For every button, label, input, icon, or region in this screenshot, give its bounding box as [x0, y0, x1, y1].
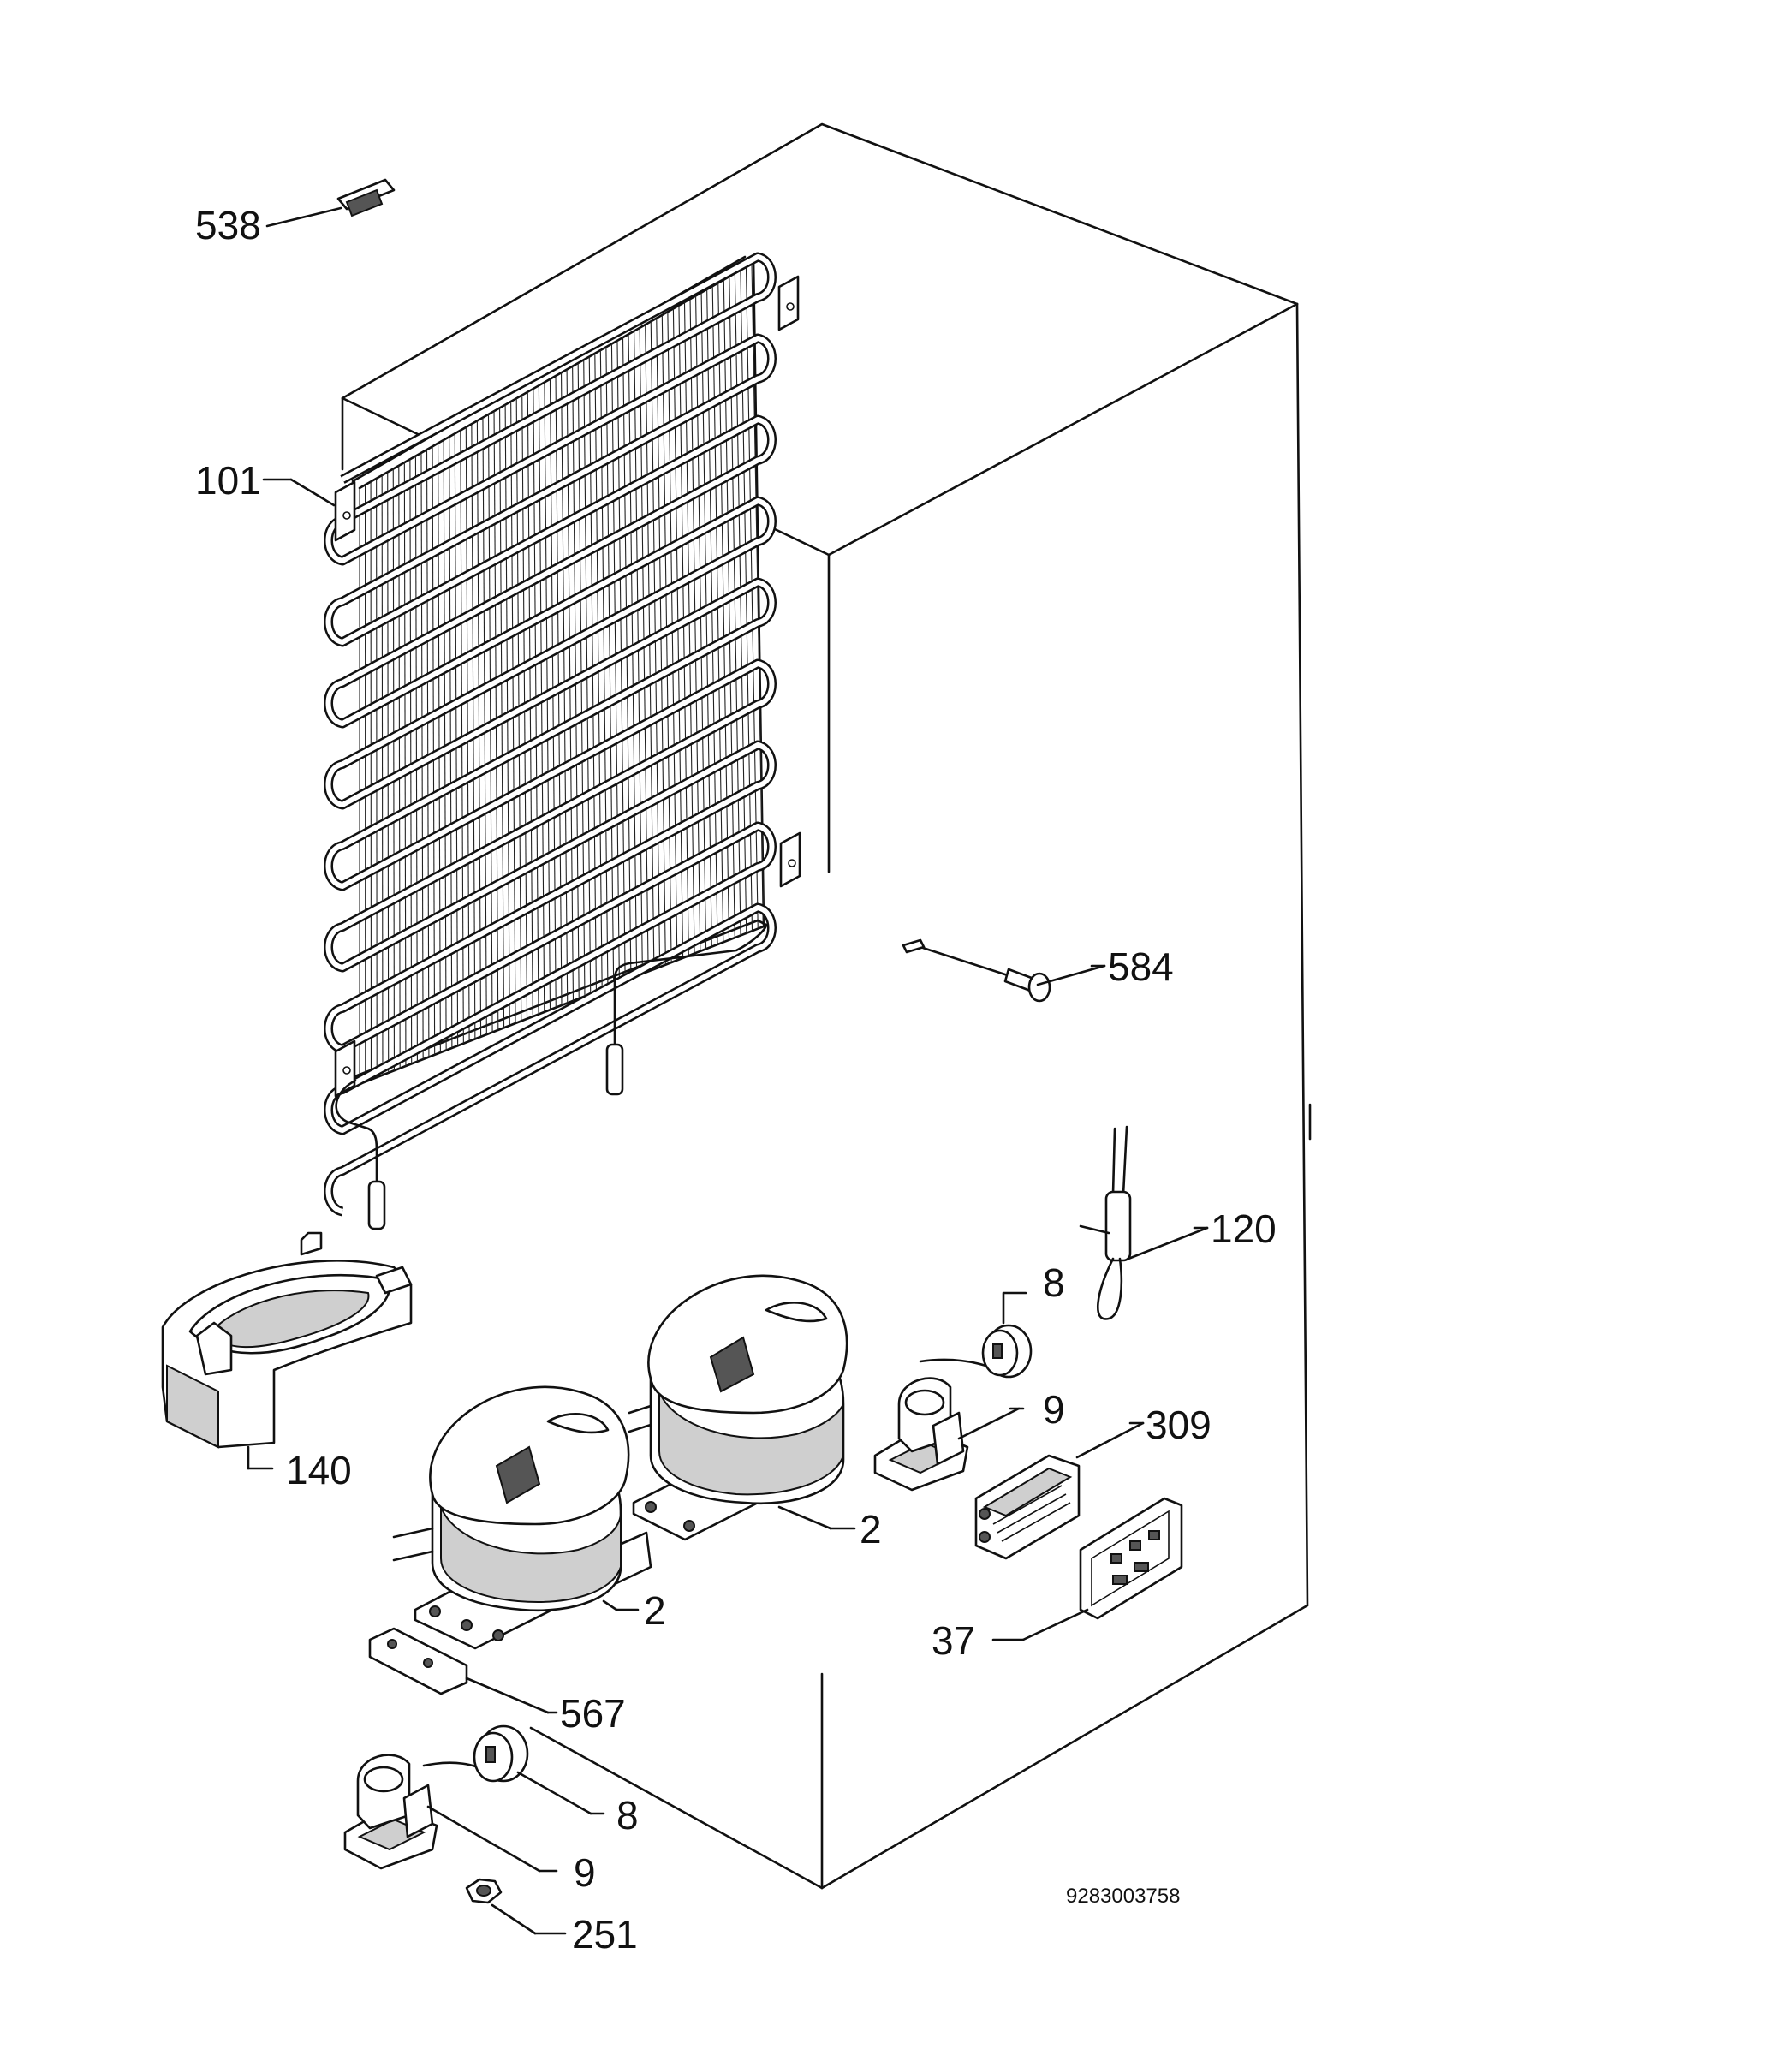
callout-37: 37: [932, 1618, 975, 1663]
callout-309: 309: [1146, 1403, 1212, 1447]
condenser-fin: [645, 325, 655, 969]
condenser-fin: [656, 318, 666, 965]
compressor-lower: [392, 1385, 652, 1650]
condenser-tube-inner: [325, 254, 775, 1214]
condenser-fin: [706, 289, 718, 945]
drip-tray: [161, 1231, 413, 1470]
compressor-upper: [628, 1274, 848, 1541]
condenser-fin: [650, 321, 661, 968]
condenser-fin: [734, 273, 747, 933]
callout-140: 140: [286, 1448, 352, 1492]
condenser-fin: [723, 279, 735, 938]
mounting-plate: [368, 1627, 550, 1714]
condenser-clip: [265, 178, 396, 228]
condenser-fin: [628, 334, 638, 976]
condenser-fin: [729, 276, 741, 936]
condenser-fin: [700, 292, 712, 947]
leader-lines: [262, 478, 1209, 1935]
callout-2-lower: 2: [644, 1588, 666, 1633]
condenser-fin: [689, 299, 701, 951]
condenser-fin: [717, 283, 730, 940]
callout-101: 101: [195, 458, 261, 503]
condenser-fin: [745, 266, 759, 929]
condenser-fin: [667, 312, 678, 961]
callout-567: 567: [560, 1691, 626, 1736]
condenser-fin: [695, 295, 707, 950]
condenser-fin: [661, 314, 672, 963]
condenser-fin: [711, 286, 724, 943]
cabinet-outline: [341, 122, 1312, 1890]
callout-584: 584: [1108, 944, 1174, 989]
drawing-number: 9283003758: [1066, 1885, 1180, 1908]
electronic-module: [1021, 1497, 1183, 1641]
condenser: [324, 252, 801, 1230]
overload-protector-upper: [919, 1291, 1033, 1379]
callout-8-upper: 8: [1043, 1260, 1065, 1305]
callout-251: 251: [572, 1912, 638, 1957]
callout-8-lower: 8: [616, 1793, 639, 1838]
overload-protector-lower: [422, 1724, 592, 1815]
condenser-fin: [639, 327, 649, 972]
condenser-fin: [740, 270, 753, 932]
callout-2-upper: 2: [860, 1507, 882, 1552]
condenser-fin: [622, 337, 632, 979]
condenser-bracket: [334, 275, 801, 1098]
callout-9-upper: 9: [1043, 1387, 1065, 1432]
condenser-fin: [751, 263, 765, 927]
dryer-filter: [1079, 1125, 1209, 1320]
nut: [465, 1878, 537, 1935]
callout-9-lower: 9: [574, 1850, 596, 1895]
relay-lower: [343, 1754, 541, 1873]
relay-upper: [873, 1377, 1021, 1492]
control-board: [974, 1421, 1145, 1560]
temperature-sensor: [902, 938, 1106, 1003]
callout-120: 120: [1211, 1206, 1277, 1251]
condenser-fin: [634, 331, 643, 974]
callout-labels: 538 101 584 120 8 9 309 140 2 2 37 567 8…: [195, 203, 1277, 1957]
condenser-fin: [678, 305, 689, 956]
callout-538: 538: [195, 203, 261, 247]
condenser-fin: [683, 301, 695, 954]
condenser-fin: [672, 308, 684, 958]
